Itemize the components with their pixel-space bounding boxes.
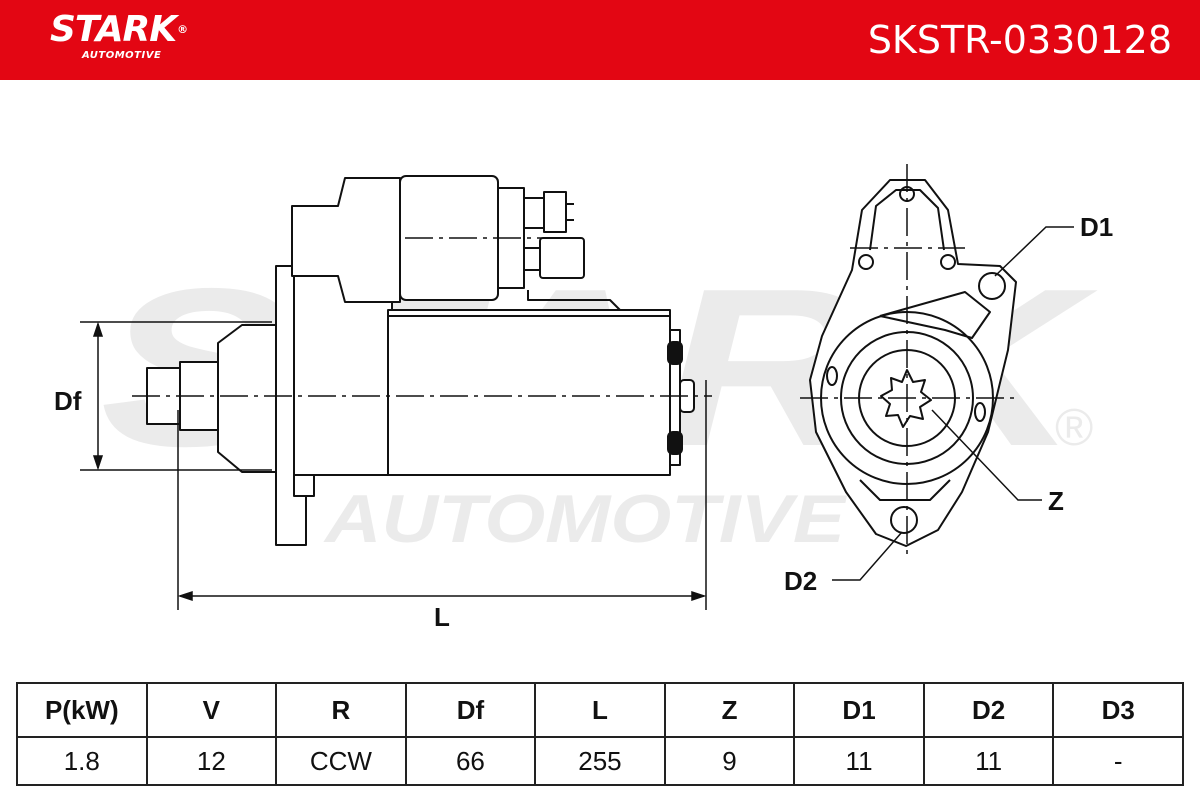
spec-header-df: Df [404,682,537,738]
hole-d1 [978,272,1006,300]
label-d2: D2 [784,566,817,596]
motor-body [387,309,671,476]
screw-left [858,254,874,270]
spec-header-d1: D1 [793,682,925,738]
starter-side-view [146,175,695,546]
rib-upper [879,291,991,339]
mount-boss-top [869,189,945,251]
specs-header-row: P(kW) V R Df L Z D1 D2 D3 [16,682,1184,738]
spec-header-d3: D3 [1052,682,1184,738]
watermark-reg: ® [1055,399,1093,457]
dimension-df [80,321,272,471]
dimension-l [177,380,707,610]
label-z: Z [1048,486,1064,516]
logo-subtext: AUTOMOTIVE [82,50,162,61]
spec-value-voltage: 12 [145,736,278,786]
part-number: SKSTR-0330128 [867,18,1172,62]
spec-header-length: L [534,682,666,738]
slot-right [974,402,986,422]
pinion-teeth [880,369,932,428]
screw-right [940,254,956,270]
spec-value-length: 255 [534,736,666,786]
specs-value-row: 1.8 12 CCW 66 255 9 11 11 - [16,736,1184,786]
spec-value-teeth: 9 [663,736,796,786]
spec-value-power: 1.8 [16,736,148,786]
slot-left [826,366,838,386]
solenoid-body [291,177,401,303]
spec-value-d1: 11 [793,736,925,786]
spec-header-teeth: Z [663,682,796,738]
through-bolt-top [667,341,683,365]
logo-text: STARK [50,9,177,50]
watermark-sub: AUTOMOTIVE [323,481,848,557]
centerlines-side [132,237,712,397]
technical-drawing: STARK AUTOMOTIVE ® [54,164,1113,632]
spec-header-power: P(kW) [16,682,148,738]
specs-table: P(kW) V R Df L Z D1 D2 D3 1.8 12 CCW 66 … [16,682,1184,786]
centerlines-front [800,164,1020,558]
terminal-main [523,197,545,229]
spec-value-df: 66 [404,736,537,786]
hole-d2 [890,506,918,534]
terminal-signal-nut [539,237,585,279]
front-flange-outline [809,179,1017,547]
terminal-main-nut [543,191,567,233]
logo-registered-mark: ® [177,23,188,36]
spec-header-d2: D2 [922,682,1055,738]
terminal-signal [523,247,541,271]
header-bar: STARK® AUTOMOTIVE SKSTR-0330128 [0,0,1200,80]
spec-value-rotation: CCW [275,736,407,786]
spec-header-rotation: R [275,682,407,738]
stark-logo: STARK® AUTOMOTIVE [50,9,188,62]
through-bolt-bottom [667,431,683,455]
label-l: L [434,602,450,632]
rib-lower [859,479,951,501]
leader-lines [832,226,1074,581]
spec-header-voltage: V [145,682,278,738]
label-df: Df [54,386,82,416]
spec-value-d2: 11 [922,736,1055,786]
label-d1: D1 [1080,212,1113,242]
spec-value-d3: - [1052,736,1184,786]
drive-housing-nose [217,324,277,473]
